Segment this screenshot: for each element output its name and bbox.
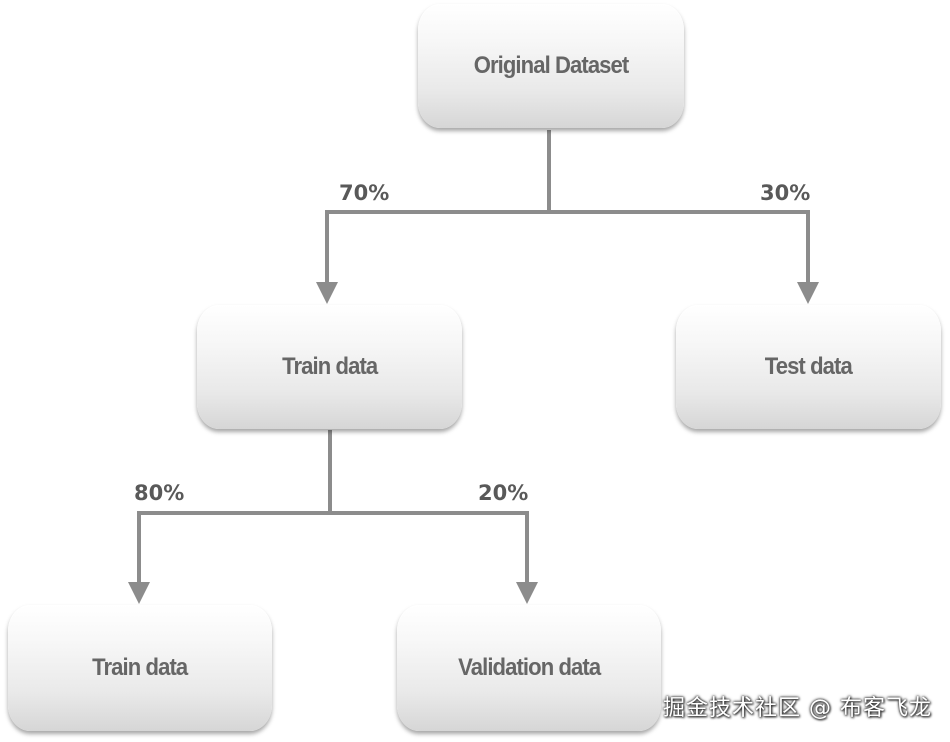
label-validation-pct: 20% (478, 481, 529, 505)
node-original-dataset-label: Original Dataset (473, 52, 630, 79)
arrowhead-train (316, 282, 338, 304)
connector-to-test (549, 210, 810, 285)
arrowhead-validation (516, 582, 538, 604)
connector-to-train-sub (137, 511, 330, 585)
node-train-data-label: Train data (281, 353, 378, 380)
node-train-data-sub: Train data (8, 605, 272, 731)
arrowhead-test (797, 282, 819, 304)
connector-to-train (325, 210, 549, 285)
node-validation-data: Validation data (397, 605, 661, 731)
arrowhead-train-sub (128, 582, 150, 604)
label-train-pct: 70% (339, 181, 390, 205)
watermark-text: 掘金技术社区 @ 布客飞龙 (663, 696, 932, 721)
node-test-data: Test data (676, 305, 941, 429)
node-train-data: Train data (197, 305, 462, 429)
label-test-pct: 30% (760, 181, 811, 205)
label-train-sub-pct: 80% (134, 481, 185, 505)
node-original-dataset: Original Dataset (418, 4, 684, 128)
connector-to-validation (330, 511, 529, 585)
node-validation-data-label: Validation data (457, 654, 601, 681)
node-train-data-sub-label: Train data (92, 654, 188, 681)
node-test-data-label: Test data (764, 353, 853, 380)
